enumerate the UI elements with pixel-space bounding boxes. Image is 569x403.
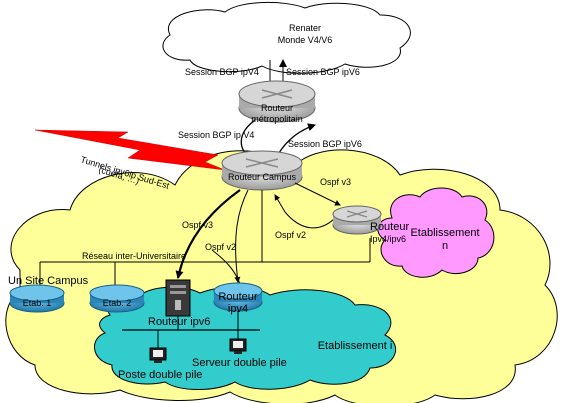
ospf-v2-mid-label: Ospf v2 — [275, 230, 306, 240]
router-ipv6-label: Routeur ipv6 — [148, 316, 210, 328]
site-campus-label: Un Site Campus — [8, 275, 89, 287]
bgp-v4-top-label: Session BGP ipV4 — [185, 67, 259, 77]
ospf-v3-left-label: Ospf v3 — [182, 220, 213, 230]
router-ipv4-ipv6[interactable] — [332, 205, 382, 235]
dual-router-sub: Ipv4/ipv6 — [370, 234, 406, 244]
router-ipv6-tower-icon[interactable] — [165, 279, 191, 317]
bgp-v4-mid-label: Session BGP ip V4 — [178, 130, 254, 140]
poste-monitor-icon[interactable] — [149, 347, 167, 363]
inter-univ-label: Réseau inter-Universitaire — [82, 251, 186, 261]
renater-cloud — [162, 1, 411, 74]
metro-router-label: Routeur — [261, 103, 293, 113]
etab-n-cloud — [377, 187, 495, 278]
router-campus[interactable] — [221, 150, 303, 191]
renater-subtitle: Monde V4/V6 — [278, 35, 333, 45]
ospf-v3-right-label: Ospf v3 — [320, 177, 351, 187]
etab1-label: Etab. 1 — [23, 298, 52, 308]
etab-n-label: Etablissement — [410, 227, 479, 239]
server-label: Serveur double pile — [192, 357, 287, 369]
router-ipv4-label: Routeur — [218, 291, 257, 303]
dual-router-label: Routeur — [370, 221, 409, 233]
ospf-v2-low-label: Ospf v2 — [205, 242, 236, 252]
etab-n-sub: n — [442, 240, 448, 252]
router-metropolitain[interactable] — [238, 80, 316, 123]
router-ipv4-sub: ipv4 — [228, 303, 248, 315]
bgp-v6-mid-label: Session BGP ipV6 — [288, 139, 362, 149]
etab-i-label: Etablissement i — [318, 340, 393, 352]
metro-router-sub: métropolitain — [251, 114, 303, 124]
campus-router-label: Routeur Campus — [228, 172, 297, 182]
poste-label: Poste double pile — [118, 369, 202, 381]
router-etab-1[interactable] — [9, 284, 65, 313]
lightning-icon — [34, 129, 226, 171]
etab2-label: Etab. 2 — [103, 298, 132, 308]
renater-label: Renater — [289, 23, 321, 33]
bgp-v6-top-label: Session BGP ipV6 — [286, 67, 360, 77]
server-monitor-icon[interactable] — [229, 338, 247, 354]
router-etab-2[interactable] — [89, 284, 145, 313]
